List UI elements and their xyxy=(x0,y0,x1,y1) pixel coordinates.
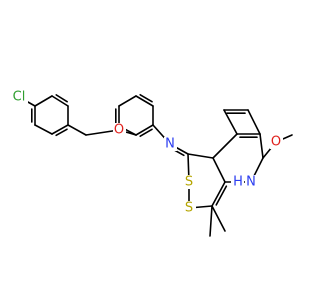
molecule-canvas: Cl O N S S N H O xyxy=(9,89,293,237)
amine-hydrogen-label: H xyxy=(233,175,243,190)
bond-a4-ch2 xyxy=(67,124,87,136)
imine-nitrogen-label: N xyxy=(165,137,175,152)
bond-d2-d3 xyxy=(259,133,264,159)
bond-a5-a6 xyxy=(51,95,69,107)
amine-nitrogen-label: N xyxy=(246,175,256,190)
sulfur-label-1: S xyxy=(185,175,193,190)
bond-c4-c5 xyxy=(212,157,226,183)
imine-nitrogen-atom: N xyxy=(164,137,177,152)
bond-c3-m1 xyxy=(211,205,226,232)
ether-oxygen-label: O xyxy=(114,123,124,138)
bond-c3-c4 xyxy=(211,181,226,207)
bond-a6-a1 xyxy=(34,95,53,107)
structure-diagram: Cl O N S S N H O xyxy=(9,89,293,237)
sulfur-atom-1: S xyxy=(183,175,196,190)
bond-b4-b5 xyxy=(135,95,154,107)
bond-d4-d2 xyxy=(247,109,261,135)
chlorine-label: Cl xyxy=(13,90,26,105)
bond-b2-b3 xyxy=(135,124,154,136)
bond-a2-a3 xyxy=(34,124,53,135)
bond-c5-d1 xyxy=(212,133,238,159)
sulfur-atom-2: S xyxy=(183,201,196,216)
bond-d1-d5 xyxy=(223,109,238,135)
sulfur-label-2: S xyxy=(185,201,193,216)
ether-oxygen-atom: O xyxy=(113,123,126,138)
bond-b5-b6 xyxy=(118,95,137,107)
amine-nitrogen-atom: N H xyxy=(231,175,258,190)
methoxy-oxygen-atom: O xyxy=(270,135,283,150)
atom-label-layer: Cl O N S S N H O xyxy=(9,90,283,216)
bond-c3-m2 xyxy=(209,205,213,237)
bond-a3-a4-double xyxy=(55,128,68,137)
methoxy-oxygen-label: O xyxy=(271,135,281,150)
bond-c5-c1 xyxy=(187,153,214,159)
bond-b4-b5-double xyxy=(139,93,153,103)
bond-a3-a4 xyxy=(51,124,69,135)
bond-b2-b3-double xyxy=(139,128,153,138)
bond-a5-a6-double xyxy=(55,94,68,103)
bond-layer xyxy=(18,93,293,237)
chlorine-atom: Cl xyxy=(9,90,28,105)
bond-c3-c4-double xyxy=(215,185,228,206)
